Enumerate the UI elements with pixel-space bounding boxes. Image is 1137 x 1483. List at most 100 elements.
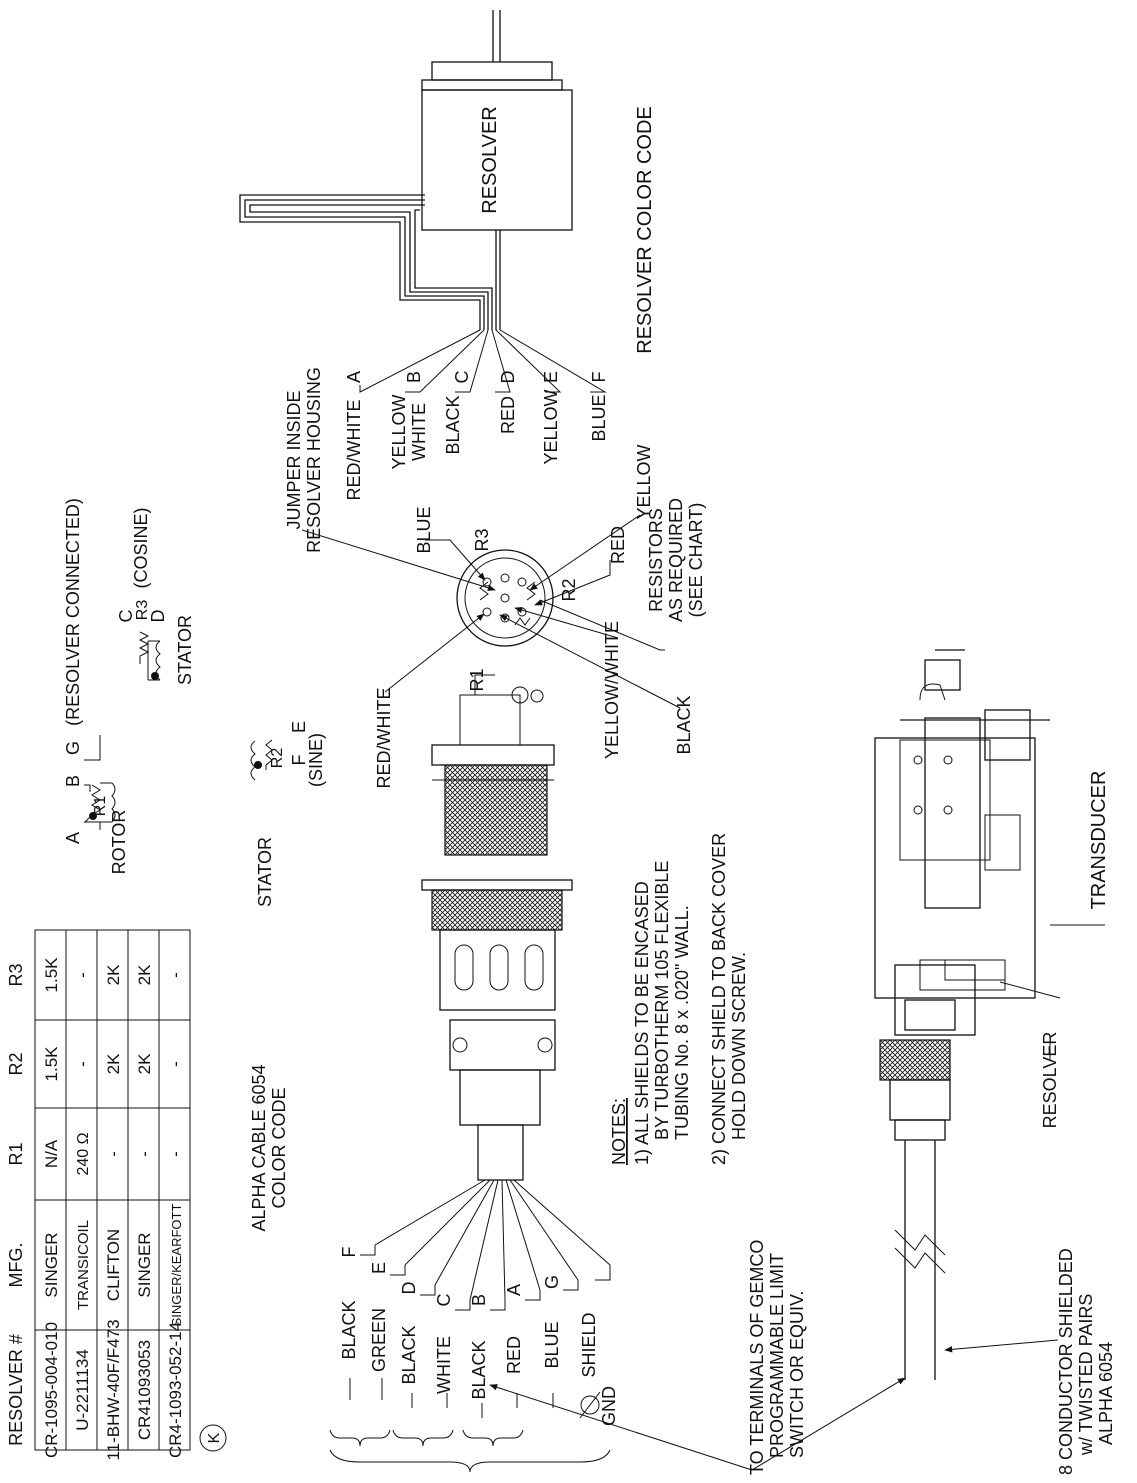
table-cell: 1.5K xyxy=(42,957,61,993)
face-r2: R2 xyxy=(559,578,579,601)
transducer-assembly: TRANSDUCER RESOLVER xyxy=(874,649,1110,1380)
terminals-line3: SWITCH OR EQUIV. xyxy=(787,1291,807,1458)
alpha-title-line1: ALPHA CABLE 6054 xyxy=(249,1064,269,1231)
terminals-line2: PROGRAMMABLE LIMIT xyxy=(767,1253,787,1458)
alpha-pin: F xyxy=(339,1247,359,1258)
alpha-pin: A xyxy=(504,1284,524,1296)
resolver-color-code-title: RESOLVER COLOR CODE xyxy=(634,106,656,353)
alpha-pin: B xyxy=(469,1294,489,1306)
table-cell: - xyxy=(166,972,185,978)
resolver-lead-d-color: RED xyxy=(498,396,518,434)
resolver-lead-f-color: BLUE xyxy=(589,394,609,441)
table-cell: - xyxy=(104,1151,123,1157)
cosine-pin-d: D xyxy=(148,610,168,623)
resistors-line3: (SEE CHART) xyxy=(686,503,706,618)
table-header-r2: R2 xyxy=(6,1052,26,1075)
alpha-pin: E xyxy=(369,1262,389,1274)
ground-icon xyxy=(580,1395,600,1415)
alpha-lead-color: BLACK xyxy=(399,1325,419,1384)
resolver-lead-c-pin: C xyxy=(452,371,472,384)
cosine-pin-c: C xyxy=(116,610,136,623)
alpha-pin: G xyxy=(542,1275,562,1289)
table-cell: SINGER/KEARFOTT xyxy=(169,1204,184,1327)
alpha-pin: C xyxy=(434,1294,454,1307)
table-cell: - xyxy=(166,1151,185,1157)
table-cell: 1.5K xyxy=(42,1046,61,1082)
resolver-lead-a-pin: A xyxy=(344,371,364,383)
terminals-note: TO TERMINALS OF GEMCO PROGRAMMABLE LIMIT… xyxy=(747,1240,807,1475)
resolver-lead-b-color: YELLOW xyxy=(389,394,409,469)
table-header-r1: R1 xyxy=(6,1142,26,1165)
table-cell: U-2211134 xyxy=(73,1349,92,1431)
table-cell: TRANSICOIL xyxy=(75,1220,92,1310)
resolver-table: RESOLVER # MFG. R1 R2 R3 CR-1095-004-010… xyxy=(6,929,227,1461)
resolver-lead-e-color: YELLOW xyxy=(541,389,561,464)
face-blue: BLUE xyxy=(414,506,434,553)
face-red: RED xyxy=(608,526,628,564)
table-cell: CR4-1093-052-14 xyxy=(166,1322,185,1458)
table-cell: - xyxy=(166,1061,185,1067)
table-cell: - xyxy=(135,1151,154,1157)
table-row: 11-BHW-40F/F473 CLIFTON - 2K 2K xyxy=(104,964,123,1461)
resolver-unit: RESOLVER RED/WHITE A YELLOW WHITE B BLAC… xyxy=(239,10,656,501)
transducer-label: TRANSDUCER xyxy=(1088,771,1110,910)
sine-label: (SINE) xyxy=(306,733,326,787)
resolver-connected-note: (RESOLVER CONNECTED) xyxy=(63,498,83,726)
table-cell: 2K xyxy=(104,964,123,985)
circle-label: K xyxy=(206,1432,223,1443)
alpha-lead-color: WHITE xyxy=(434,1336,454,1394)
resolver-lead-e-pin: E xyxy=(541,371,561,383)
alpha-pin: D xyxy=(399,1282,419,1295)
note1-line1: 1) ALL SHIELDS TO BE ENCASED xyxy=(632,881,652,1165)
rotor-label: ROTOR xyxy=(109,810,129,875)
face-yellow-white: YELLOW/WHITE xyxy=(602,621,622,759)
face-r1: R1 xyxy=(467,668,487,691)
jumper-line1: JUMPER INSIDE xyxy=(284,390,304,529)
table-cell: 2K xyxy=(104,1053,123,1074)
cable-line3: ALPHA 6054 xyxy=(1096,1342,1116,1445)
circle-callout xyxy=(199,1424,227,1452)
alpha-title-line2: COLOR CODE xyxy=(269,1087,289,1208)
table-cell: CLIFTON xyxy=(104,1229,123,1301)
table-row: CR41093053 SINGER - 2K 2K xyxy=(135,964,154,1440)
face-red-white: RED/WHITE xyxy=(374,688,394,789)
alpha-lead-color: BLACK xyxy=(339,1300,359,1359)
cosine-r3: R3 xyxy=(134,600,151,621)
terminals-line1: TO TERMINALS OF GEMCO xyxy=(747,1240,767,1475)
table-row: CR-1095-004-010 SINGER N/A 1.5K 1.5K xyxy=(42,957,61,1458)
resistors-line1: RESISTORS xyxy=(646,508,666,612)
resolver-body-label: RESOLVER xyxy=(479,106,501,213)
table-header-resolver: RESOLVER # xyxy=(6,1334,26,1446)
resolver-lead-b-color2: WHITE xyxy=(409,403,429,461)
table-cell: - xyxy=(73,972,92,978)
stator-cosine-label: STATOR xyxy=(175,615,195,685)
table-cell: N/A xyxy=(42,1139,61,1168)
table-cell: - xyxy=(73,1061,92,1067)
table-cell: CR41093053 xyxy=(135,1340,154,1440)
table-cell: 240 Ω xyxy=(75,1132,92,1175)
notes-title: NOTES: xyxy=(609,1098,629,1165)
table-header-mfg: MFG. xyxy=(6,1243,26,1288)
face-yellow: YELLOW xyxy=(634,444,654,519)
rotor-r1: R1 xyxy=(92,796,109,817)
cable-line1: 8 CONDUCTOR SHIELDED xyxy=(1056,1248,1076,1475)
note2-line2: HOLD DOWN SCREW. xyxy=(729,952,749,1140)
resolver-schematic: ROTOR A B G (RESOLVER CONNECTED) R1 C D … xyxy=(63,498,326,907)
resolver-lead-a-color: RED/WHITE xyxy=(344,400,364,501)
jumper-line2: RESOLVER HOUSING xyxy=(304,367,324,553)
connector-face: RED/WHITE YELLOW/WHITE BLACK BLUE YELLOW… xyxy=(284,367,706,788)
alpha-shield: SHIELD xyxy=(579,1312,599,1377)
cable-line2: w/ TWISTED PAIRS xyxy=(1076,1294,1096,1456)
note1-line3: TUBING No. 8 x .020" WALL. xyxy=(672,905,692,1140)
note1-line2: BY TURBOTHERM 105 FLEXIBLE xyxy=(652,861,672,1140)
resolver-lead-d-pin: D xyxy=(498,371,518,384)
resolver-lead-c-color: BLACK xyxy=(443,395,463,454)
rotor-pin-b: B xyxy=(63,775,83,787)
table-row: U-2211134 TRANSICOIL 240 Ω - - xyxy=(73,972,92,1431)
alpha-gnd: GND xyxy=(599,1386,619,1426)
resistors-line2: AS REQUIRED xyxy=(666,498,686,622)
table-header-r3: R3 xyxy=(6,963,26,986)
resolver-lead-f-pin: F xyxy=(589,372,609,383)
table-cell: SINGER xyxy=(42,1232,61,1297)
